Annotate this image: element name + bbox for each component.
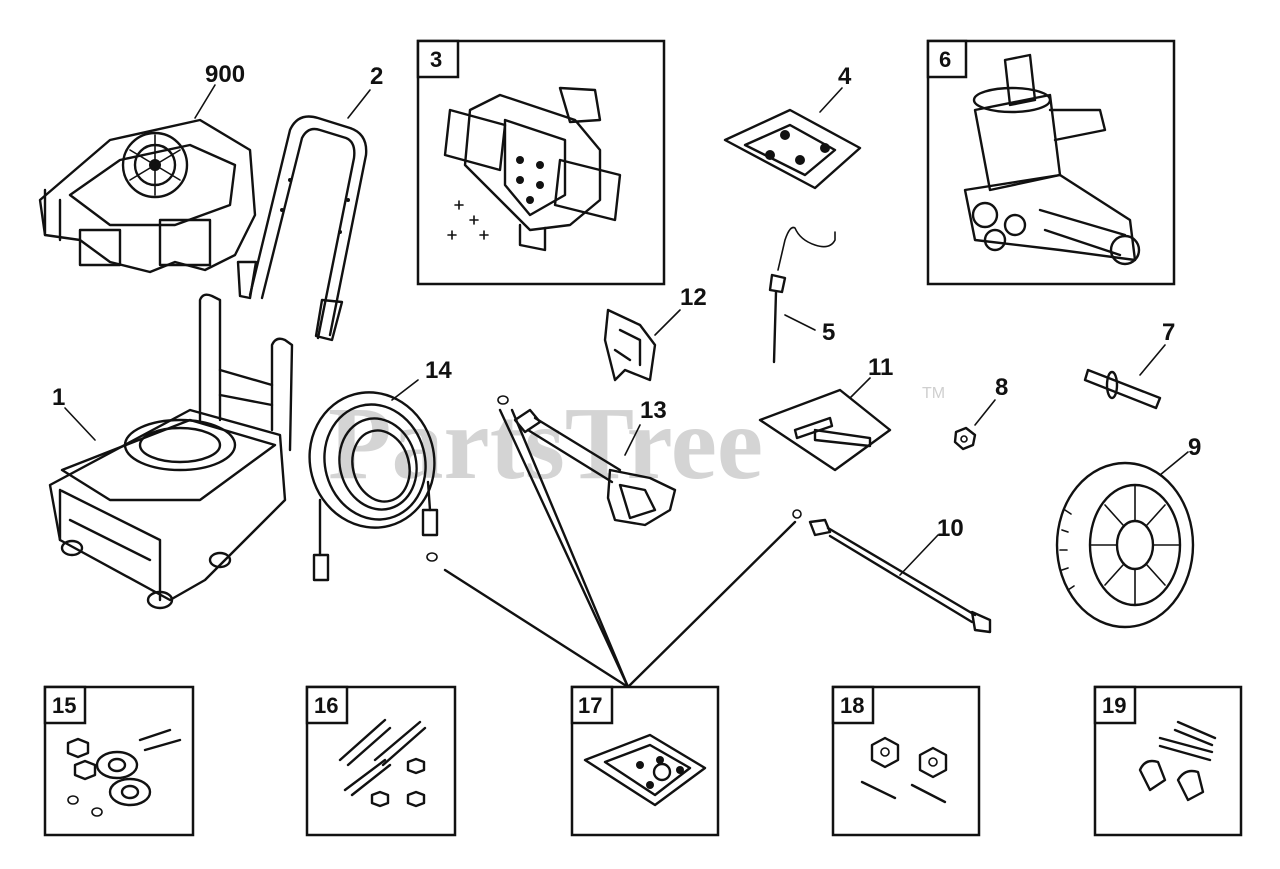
part-17-kit[interactable]: 17 <box>570 685 720 837</box>
callout-3: 3 <box>430 47 442 72</box>
part-7-axle[interactable]: 7 <box>1083 319 1175 410</box>
part-14-hose[interactable]: 14 <box>295 357 453 582</box>
callout-18: 18 <box>840 693 864 718</box>
callout-11: 11 <box>868 354 893 381</box>
callout-17: 17 <box>578 693 602 718</box>
part-4-hardware-bag[interactable]: 4 <box>723 63 862 190</box>
callout-8: 8 <box>995 374 1008 401</box>
callout-1: 1 <box>52 384 65 411</box>
part-3-control-panel[interactable]: 3 <box>416 39 666 286</box>
watermark-brand: PartsTree <box>328 386 763 501</box>
part-18-kit[interactable]: 18 <box>831 685 981 837</box>
callout-13: 13 <box>640 397 667 424</box>
callout-10: 10 <box>937 515 964 542</box>
callout-19: 19 <box>1102 693 1126 718</box>
callout-7: 7 <box>1162 319 1175 346</box>
box-19-label-tab <box>1093 685 1137 725</box>
part-10-lance[interactable]: 10 <box>792 509 992 634</box>
box-15-label-tab <box>43 685 87 725</box>
part-1-frame[interactable]: 1 <box>48 293 294 610</box>
callout-16: 16 <box>314 693 338 718</box>
part-12-clip[interactable]: 12 <box>603 284 707 382</box>
box-16-label-tab <box>305 685 349 725</box>
part-8-nut[interactable]: 8 <box>953 374 1008 451</box>
watermark-trademark: TM <box>922 385 945 402</box>
part-11-bolt-bag[interactable]: 11 <box>758 354 893 472</box>
callout-5: 5 <box>822 319 835 346</box>
callout-9: 9 <box>1188 434 1201 461</box>
part-6-pump[interactable]: 6 <box>926 39 1176 286</box>
box-6-label-tab <box>926 39 968 79</box>
callout-14: 14 <box>425 357 452 384</box>
kit-17-leader-lines <box>443 408 797 689</box>
part-19-kit[interactable]: 19 <box>1093 685 1243 837</box>
box-3-label-tab <box>416 39 460 79</box>
callout-4: 4 <box>838 63 852 90</box>
box-18-label-tab <box>831 685 875 725</box>
part-9-wheel[interactable]: 9 <box>1055 434 1201 629</box>
part-16-kit[interactable]: 16 <box>305 685 457 837</box>
part-900-engine[interactable]: 900 <box>38 61 257 274</box>
part-15-kit[interactable]: 15 <box>43 685 195 837</box>
callout-6: 6 <box>939 47 951 72</box>
callout-15: 15 <box>52 693 76 718</box>
callout-2: 2 <box>370 63 383 90</box>
callout-12: 12 <box>680 284 707 311</box>
part-2-handle[interactable]: 2 <box>236 63 383 342</box>
part-5-sensor[interactable]: 5 <box>768 226 836 364</box>
callout-900: 900 <box>205 61 245 88</box>
box-17-label-tab <box>570 685 614 725</box>
part-13-spray-gun[interactable]: 13 <box>497 395 677 527</box>
